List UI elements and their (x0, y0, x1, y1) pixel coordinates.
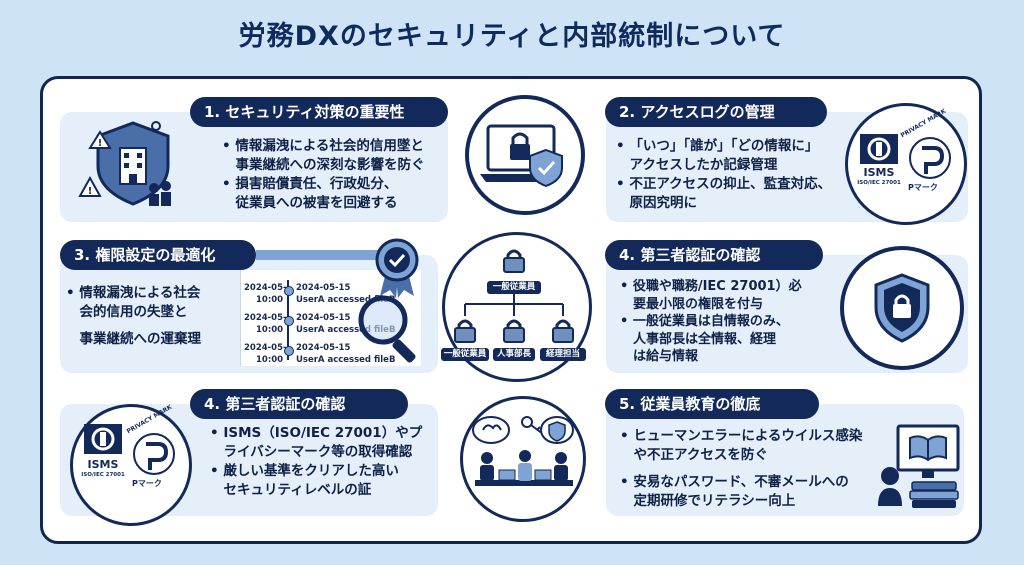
bullet-text (66, 322, 201, 330)
section-4b-header: 4. 第三者認証の確認 (190, 389, 408, 419)
badge-circle (845, 103, 967, 225)
org-connector-lines (464, 294, 564, 316)
padlock-icon (454, 319, 476, 343)
bullet-text: 従業員への被害を回避する (222, 195, 398, 211)
bullet-text: 定期研修でリテラシー向上 (620, 493, 796, 509)
magnifier-icon (358, 295, 416, 363)
log-time: 10:00 (256, 355, 284, 365)
pmark-label: Pマーク (908, 183, 938, 192)
bullet-text: は給与情報 (620, 349, 699, 364)
org-node-child: 一般従業員 (441, 348, 489, 361)
section-3-header: 3. 権限設定の最適化 (60, 240, 256, 270)
laptop-lock-icon (480, 124, 563, 188)
timeline-dot (284, 286, 294, 296)
bullet-text: や不正アクセスを防ぐ (620, 447, 768, 463)
isms-badge-icon (84, 424, 122, 454)
org-node-child: 人事部長 (493, 348, 535, 361)
log-timestamp: 2024-05-15 (296, 343, 351, 353)
pmark-label: Pマーク (132, 479, 162, 488)
isms-label: ISMS (863, 166, 895, 179)
header-bar-extension (256, 250, 396, 260)
padlock-icon (503, 249, 525, 273)
certificate-icon (375, 238, 419, 298)
bullet-text: 原因究明に (616, 195, 697, 211)
svg-text:!: ! (88, 186, 93, 197)
section-4b-bullets: • ISMS（ISO/IEC 27001）やプ ライバシーマーク等の取得確認 •… (210, 424, 422, 500)
log-date: 2024-05- (244, 343, 287, 353)
shield-building-icon: ! ! (78, 121, 171, 206)
privacy-mark-icon (133, 433, 175, 475)
bullet-text: • ヒューマンエラーによるウイルス感染 (620, 428, 863, 444)
section-1-bullets: • 情報漏洩による社会的信用墜と 事業継続への深刻な影響を防ぐ • 損害賠償責任… (222, 137, 425, 213)
monitor-book-icon (878, 424, 960, 508)
bullet-text: セキュリティレベルの証 (210, 482, 372, 498)
org-node-child: 経理担当 (540, 348, 586, 361)
bullet-text: • 一般従業員は自情報のみ、 (620, 314, 789, 329)
bullet-text: • 厳しい基準をクリアした高い (210, 463, 399, 479)
timeline-dot (284, 346, 294, 356)
bullet-text: 事業継続への運棄理 (66, 331, 201, 347)
bullet-text: 事業継続への深刻な影響を防ぐ (222, 157, 425, 173)
log-time: 10:00 (256, 325, 284, 335)
isms-sub-label: ISO/IEC 27001 (81, 472, 125, 478)
bullet-text: • 情報漏洩による社会 (66, 285, 201, 301)
shield-lock-icon (874, 273, 930, 343)
bullet-text: ライバシーマーク等の取得確認 (210, 444, 413, 460)
bullet-text: • 損害賠償責任、行政処分、 (222, 176, 398, 192)
log-timestamp: 2024-05-15 (296, 283, 351, 293)
bullet-text: 要最小限の権限を付与 (620, 296, 764, 312)
padlock-icon (552, 319, 574, 343)
privacy-mark-icon (909, 137, 951, 179)
section-3-bullets: • 情報漏洩による社会 会的信用の失墜と 事業継続への運棄理 (66, 284, 201, 349)
svg-text:!: ! (98, 138, 103, 149)
bullet-text: • 不正アクセスの抑止、監査対応、 (616, 176, 832, 192)
bullet-text: • 安易なパスワード、不審メールへの (620, 474, 849, 490)
section-5-bullets: • ヒューマンエラーによるウイルス感染 や不正アクセスを防ぐ • 安易なパスワー… (620, 427, 862, 511)
padlock-icon (503, 319, 525, 343)
log-time: 10:00 (256, 295, 284, 305)
section-2-header: 2. アクセスログの管理 (605, 97, 827, 127)
log-date: 2024-05- (244, 313, 287, 323)
org-node-top: 一般従業員 (487, 281, 541, 294)
section-4a-header: 4. 第三者認証の確認 (605, 240, 823, 270)
log-message: UserA accessed fileB (296, 355, 396, 365)
section-1-header: 1. セキュリティ対策の重要性 (190, 97, 448, 127)
classroom-icon (472, 416, 574, 486)
bullet-text: • 情報漏洩による社会的信用墜と (222, 138, 424, 154)
log-message: UserA accessed fileB (296, 325, 396, 335)
isms-badge-icon (860, 134, 898, 164)
section-4a-bullets: • 役職や職務/IEC 27001）必 要最小限の権限を付与 • 一般従業員は自… (620, 278, 802, 366)
bullet-text: 人事部長は全情報、経理 (620, 331, 777, 347)
timeline-dot (284, 316, 294, 326)
section-5-header: 5. 従業員教育の徹底 (605, 389, 819, 419)
isms-label: ISMS (87, 458, 119, 471)
bullet-text: • ISMS（ISO/IEC 27001）やプ (210, 425, 423, 441)
log-timestamp: 2024-05-15 (296, 313, 351, 323)
bullet-text: 会的信用の失墜と (66, 304, 188, 320)
bullet-text: • 「いつ」「誰が」「どの情報に」 (616, 138, 819, 154)
page-title: 労務DXのセキュリティと内部統制について (238, 21, 786, 52)
isms-sub-label: ISO/IEC 27001 (857, 180, 901, 186)
section-2-bullets: • 「いつ」「誰が」「どの情報に」 アクセスしたか記録管理 • 不正アクセスの抑… (616, 137, 831, 213)
bullet-text: • 役職や職務/IEC 27001）必 (620, 279, 802, 294)
bullet-text: アクセスしたか記録管理 (616, 157, 778, 173)
log-message: UserA accessed fileB (296, 295, 396, 305)
log-date: 2024-05- (244, 283, 287, 293)
